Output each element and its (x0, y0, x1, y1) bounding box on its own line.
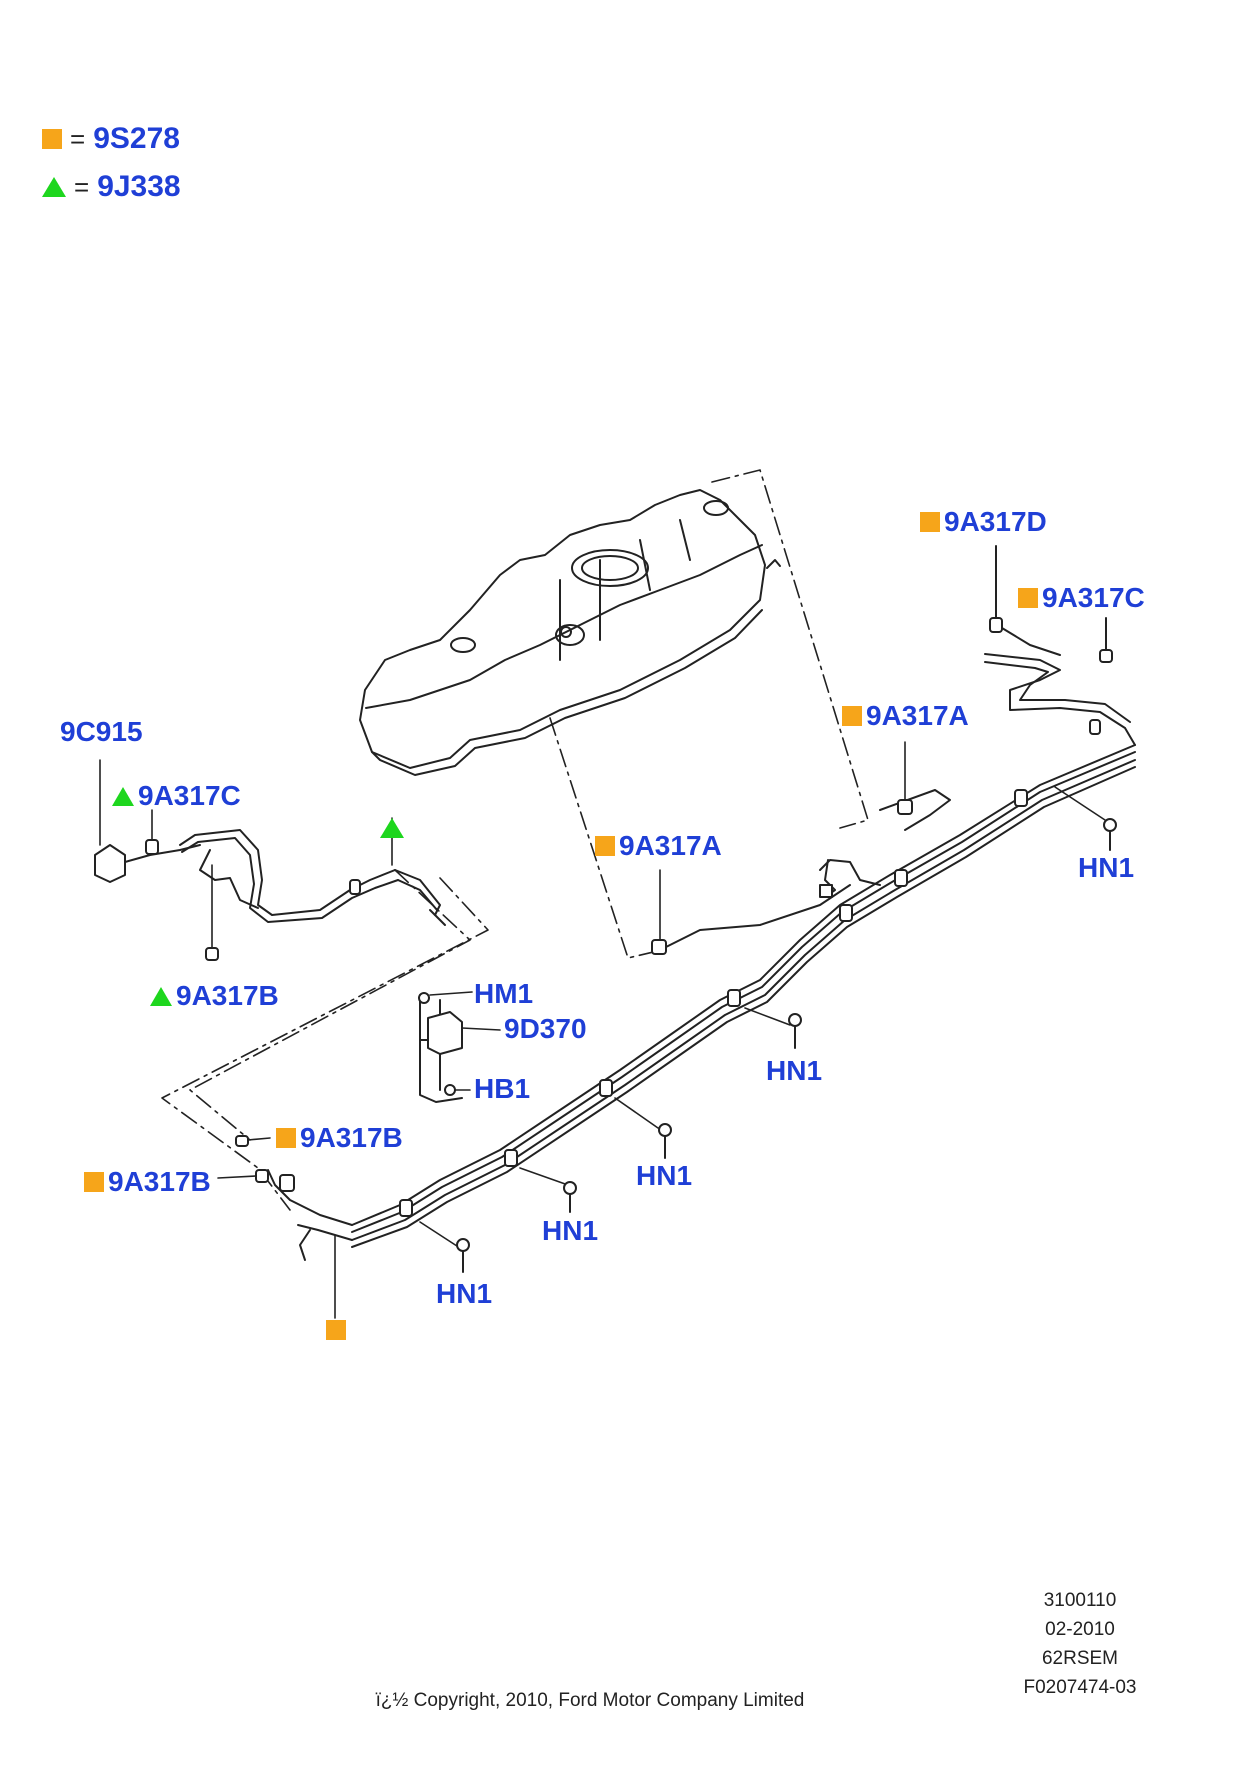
callout-HM1[interactable]: HM1 (474, 978, 534, 1009)
legend-row-square: = 9S278 (42, 122, 180, 156)
callout-HN1-lower[interactable]: HN1 (542, 1215, 599, 1246)
triangle-marker-standalone[interactable] (380, 818, 404, 838)
legend-equals: = (74, 171, 90, 202)
callout-9A317A-upper[interactable]: 9A317A (842, 700, 969, 732)
square-marker-icon (276, 1128, 296, 1148)
left-fuel-line-assembly (94, 759, 446, 961)
drawing-date: 02-2010 (1045, 1619, 1115, 1640)
square-marker-icon (595, 836, 615, 856)
callout-9A317B-far[interactable]: 9A317B (84, 1166, 211, 1198)
sensor-bracket-assembly (418, 991, 501, 1103)
callout-9A317B-mid[interactable]: 9A317B (276, 1122, 403, 1154)
callout-HN1-mid[interactable]: HN1 (766, 1055, 823, 1086)
triangle-marker-icon (112, 786, 134, 806)
callout-9A317B-left[interactable]: 9A317B (150, 980, 279, 1012)
figure-id: F0207474-03 (1023, 1677, 1137, 1698)
triangle-marker-icon (380, 818, 404, 838)
legend-code-square[interactable]: 9S278 (93, 122, 180, 155)
legend-code-triangle[interactable]: 9J338 (97, 170, 181, 203)
callout-9A317A-lower[interactable]: 9A317A (595, 830, 722, 862)
legend-row-triangle: = 9J338 (42, 170, 181, 204)
callout-HN1-bottom[interactable]: HN1 (436, 1278, 493, 1309)
square-marker-icon (920, 512, 940, 532)
callout-9A317C-right[interactable]: 9A317C (1018, 582, 1145, 614)
callout-9C915[interactable]: 9C915 (60, 716, 143, 747)
callout-HN1-center[interactable]: HN1 (636, 1160, 693, 1191)
drawing-code: 62RSEM (1041, 1648, 1119, 1669)
copyright-notice: ï¿½ Copyright, 2010, Ford Motor Company … (375, 1690, 805, 1711)
square-marker-icon (1018, 588, 1038, 608)
square-marker-icon (326, 1320, 346, 1340)
legend-equals: = (70, 123, 86, 154)
callout-HB1[interactable]: HB1 (474, 1073, 531, 1104)
callout-HN1-right[interactable]: HN1 (1078, 852, 1135, 883)
fuel-tank (359, 489, 781, 776)
square-marker-icon (42, 129, 62, 149)
triangle-marker-icon (150, 986, 172, 1006)
callout-9D370[interactable]: 9D370 (504, 1013, 587, 1044)
callout-9A317D[interactable]: 9A317D (920, 506, 1047, 538)
square-marker-icon (84, 1172, 104, 1192)
square-marker-standalone[interactable] (326, 1320, 346, 1340)
triangle-marker-icon (42, 177, 66, 197)
drawing-number: 3100110 (1043, 1590, 1117, 1611)
callout-9A317C-left[interactable]: 9A317C (112, 780, 241, 812)
square-marker-icon (842, 706, 862, 726)
